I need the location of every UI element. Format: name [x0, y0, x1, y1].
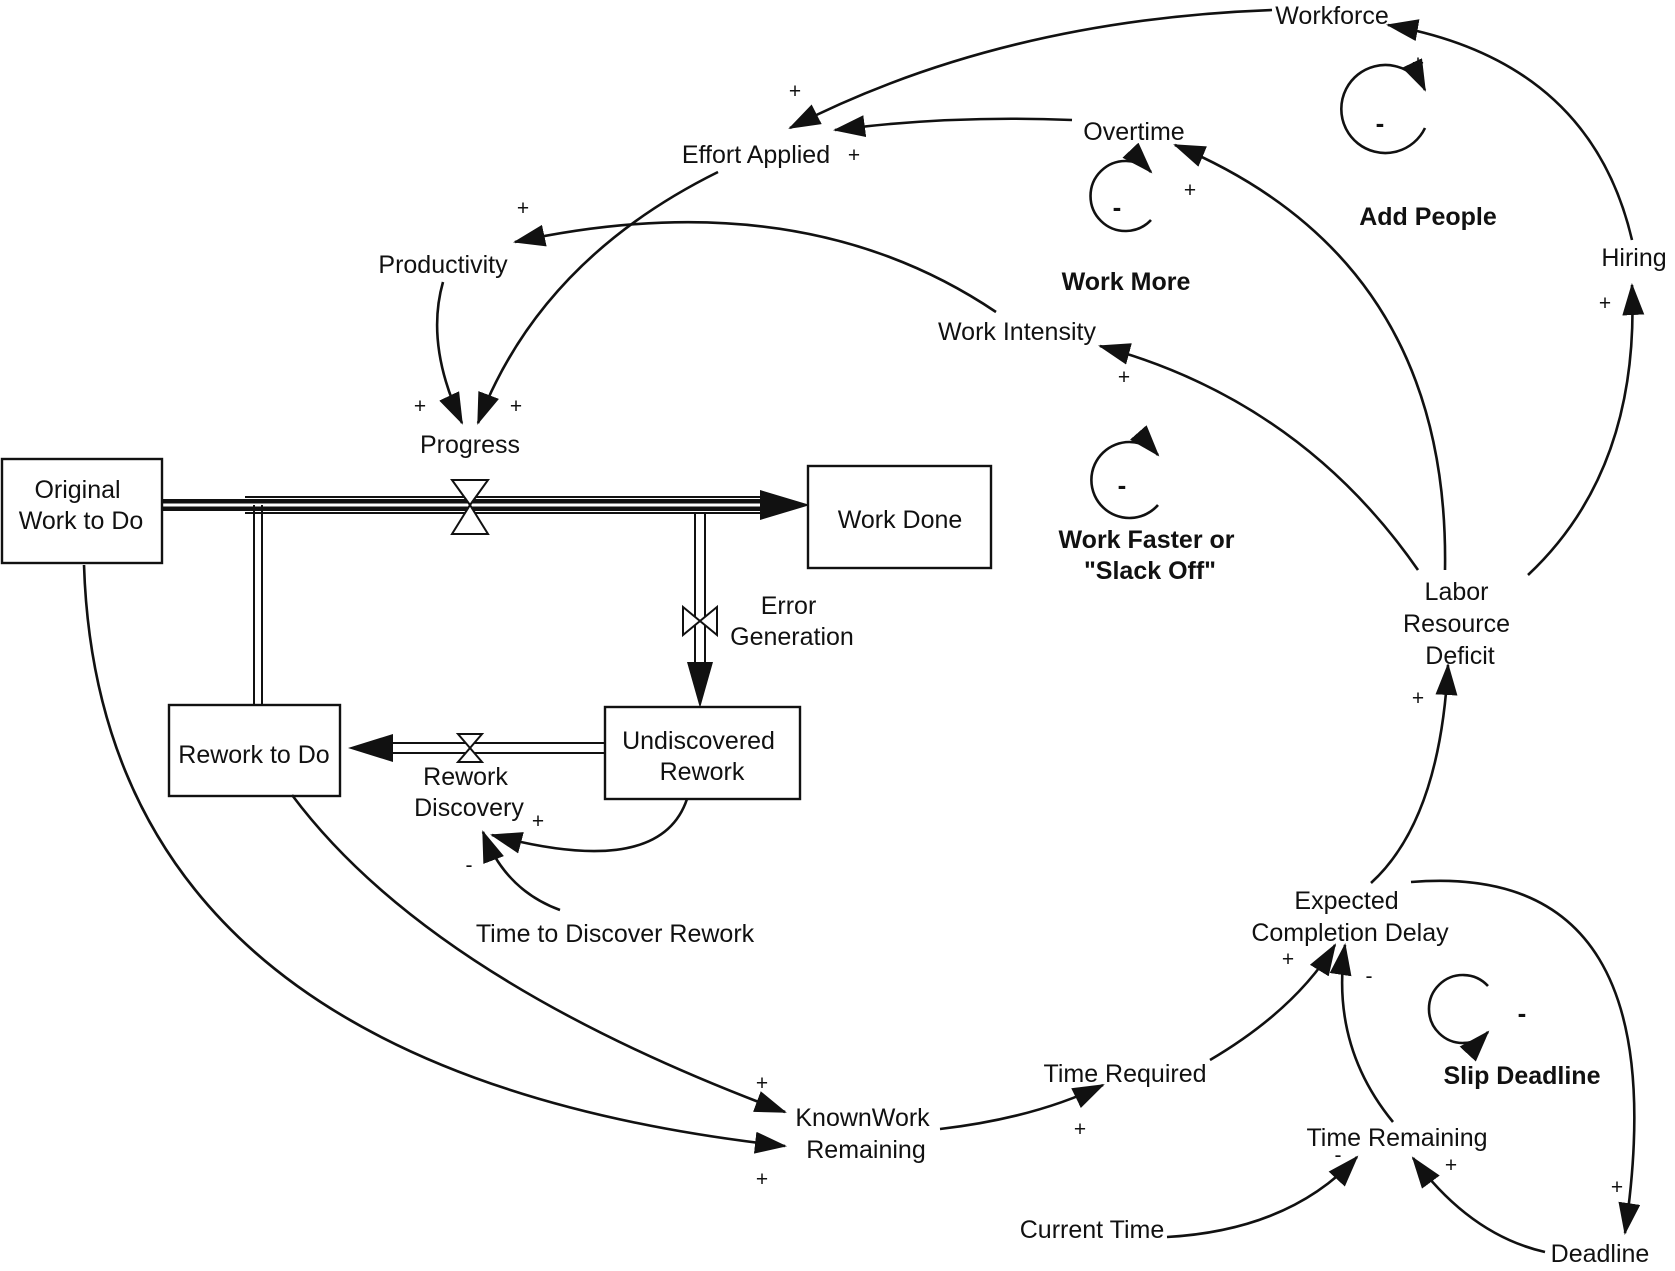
rework-to-do-label: Rework to Do — [178, 741, 329, 769]
time-remaining-label: Time Remaining — [1306, 1124, 1487, 1152]
svg-text:-: - — [1518, 998, 1527, 1028]
rework-discovery-pipe — [348, 734, 605, 762]
svg-text:+: + — [1412, 52, 1424, 75]
effort-applied-label: Effort Applied — [682, 141, 830, 169]
labor-resource-deficit-label: Labor Resource Deficit — [1403, 578, 1517, 670]
svg-text:-: - — [1335, 1144, 1342, 1167]
svg-text:+: + — [1412, 687, 1424, 710]
svg-text:-: - — [466, 854, 473, 877]
original-work-label: Original Work to Do — [19, 476, 144, 535]
causal-links — [82, 8, 1645, 1254]
productivity-label: Productivity — [378, 251, 508, 279]
current-time-label: Current Time — [1020, 1216, 1164, 1244]
time-required-label: Time Required — [1043, 1060, 1206, 1088]
link-intensity-to-productivity — [513, 220, 997, 314]
loop-slip-deadline: - Slip Deadline — [1427, 973, 1601, 1090]
workforce-label: Workforce — [1275, 2, 1388, 30]
svg-text:-: - — [1118, 470, 1127, 500]
undiscovered-rework-box — [603, 705, 802, 801]
link-rework-to-known-work — [290, 794, 787, 1114]
work-intensity-label: Work Intensity — [938, 318, 1096, 346]
rework-return-pipe — [253, 505, 263, 705]
svg-text:+: + — [756, 1168, 768, 1191]
svg-text:+: + — [1184, 179, 1196, 202]
link-workforce-to-effort — [788, 8, 1273, 130]
svg-text:+: + — [1282, 948, 1294, 971]
svg-text:Add People: Add People — [1359, 203, 1497, 231]
link-known-work-to-time-required — [939, 1083, 1105, 1131]
svg-text:+: + — [1445, 1154, 1457, 1177]
svg-text:+: + — [1611, 1176, 1623, 1199]
svg-text:+: + — [789, 80, 801, 103]
svg-text:+: + — [517, 197, 529, 220]
progress-valve — [450, 479, 490, 535]
link-hiring-to-workforce — [1386, 19, 1634, 241]
error-generation-pipe — [687, 513, 713, 708]
link-deficit-to-overtime — [1173, 143, 1447, 571]
svg-text:+: + — [414, 395, 426, 418]
link-overtime-to-effort — [833, 115, 1073, 138]
overtime-label: Overtime — [1083, 118, 1184, 146]
svg-text:+: + — [1074, 1118, 1086, 1141]
svg-text:+: + — [1118, 366, 1130, 389]
work-done-label: Work Done — [838, 506, 963, 534]
svg-text:Work More: Work More — [1062, 268, 1191, 296]
expected-completion-delay-label: Expected Completion Delay — [1251, 887, 1449, 947]
svg-text:-: - — [1366, 965, 1373, 988]
link-time-required-to-delay — [1209, 943, 1337, 1062]
rework-discovery-label: Rework Discovery — [414, 763, 524, 822]
svg-text:+: + — [756, 1072, 768, 1095]
loop-work-more: - Work More — [1062, 142, 1191, 296]
link-delay-to-deadline — [1410, 879, 1641, 1235]
deadline-label: Deadline — [1551, 1240, 1650, 1268]
link-deficit-to-hiring — [1527, 283, 1645, 576]
link-time-to-discover-to-discovery — [481, 830, 561, 912]
link-time-remaining-to-delay — [1329, 943, 1395, 1123]
svg-text:+: + — [848, 144, 860, 167]
original-work-box — [0, 457, 164, 565]
link-deficit-to-intensity — [1098, 343, 1420, 571]
svg-text:-: - — [1376, 108, 1385, 138]
link-current-time-to-time-remaining — [1166, 1155, 1359, 1239]
link-productivity-to-progress — [435, 281, 464, 425]
svg-text:Slip Deadline: Slip Deadline — [1444, 1062, 1601, 1090]
hiring-label: Hiring — [1601, 244, 1666, 272]
svg-text:+: + — [1599, 292, 1611, 315]
svg-text:+: + — [532, 810, 544, 833]
error-generation-valve — [682, 604, 718, 638]
progress-pipe — [162, 490, 810, 520]
loop-work-faster: - Work Faster or "Slack Off" — [1059, 425, 1242, 585]
undiscovered-rework-label: Undiscovered Rework — [622, 727, 782, 786]
time-to-discover-rework-label: Time to Discover Rework — [476, 920, 755, 948]
link-effort-to-progress — [476, 170, 719, 425]
error-generation-label: Error Generation — [730, 592, 854, 651]
svg-text:-: - — [1113, 192, 1122, 222]
progress-label: Progress — [420, 431, 520, 459]
svg-text:Work Faster or "Slack Of: Work Faster or "Slack Off" — [1059, 526, 1242, 585]
work-done-box — [806, 464, 993, 570]
svg-text:+: + — [510, 395, 522, 418]
rework-discovery-valve — [455, 733, 485, 763]
link-undiscovered-to-discovery — [490, 798, 689, 854]
rework-to-do-box — [167, 703, 342, 798]
link-deadline-to-time-remaining — [1411, 1156, 1546, 1254]
link-delay-to-deficit — [1370, 663, 1458, 884]
link-original-to-known-work — [82, 564, 787, 1154]
loop-add-people: - Add People — [1340, 58, 1497, 231]
known-work-remaining-label: KnownWork Remaining — [795, 1104, 936, 1164]
polarity-signs: + + + + + + + + + + + - + + + - + + + - — [414, 52, 1623, 1199]
